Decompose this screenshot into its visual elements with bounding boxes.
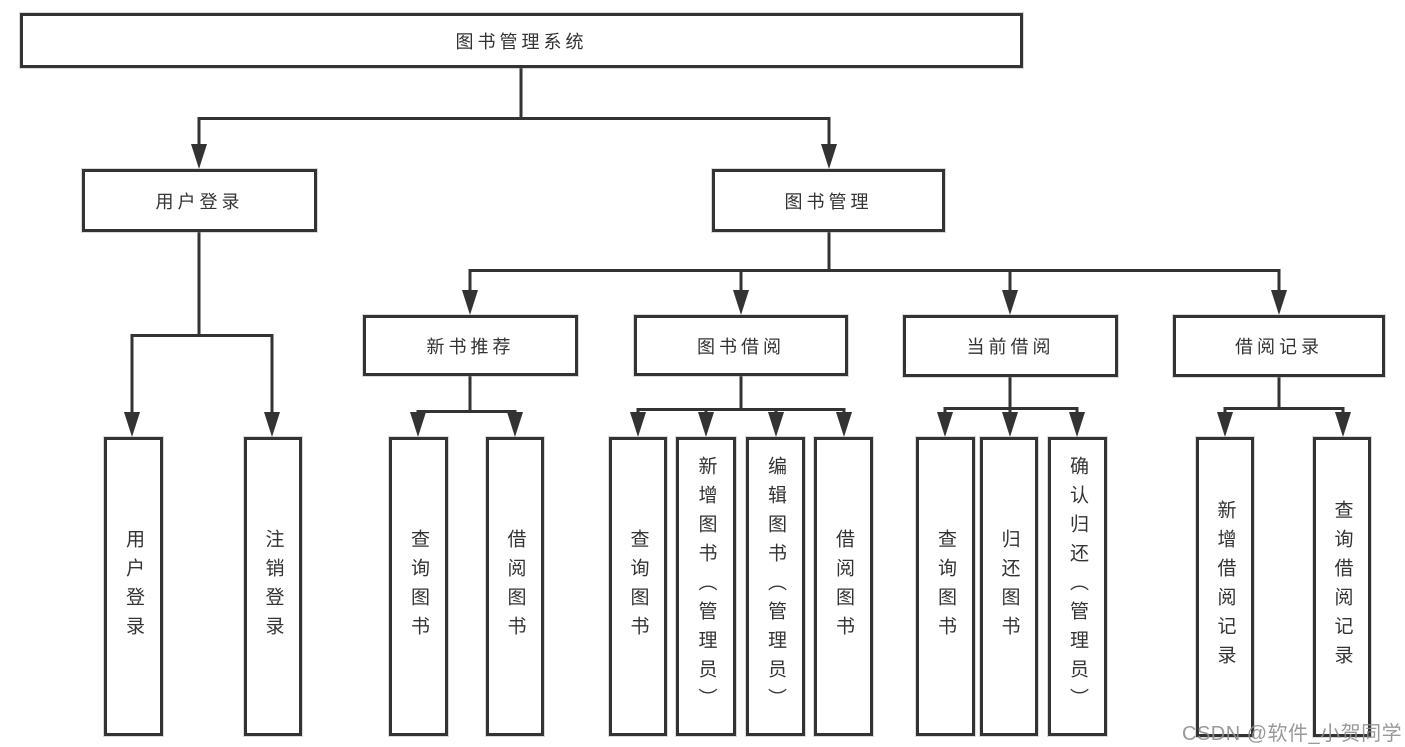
node-library-management-system: 图书管理系统 (20, 13, 1023, 68)
leaf-add-borrow-record: 新增借阅记录 (1196, 437, 1254, 737)
node-borrowing-records: 借阅记录 (1173, 315, 1385, 377)
leaf-query-borrow-record: 查询借阅记录 (1313, 437, 1371, 737)
leaf-borrow-books-recommend: 借阅图书 (486, 437, 544, 736)
watermark-text: CSDN @软件_小贺同学 (1182, 723, 1403, 745)
leaf-edit-books-admin: 编辑图书（管理员） (746, 437, 805, 736)
node-new-book-recommendation: 新书推荐 (363, 315, 578, 376)
leaf-confirm-return-admin: 确认归还（管理员） (1048, 437, 1107, 736)
node-book-management-module: 图书管理 (712, 169, 945, 232)
leaf-query-books-current: 查询图书 (916, 437, 975, 736)
node-current-borrowing: 当前借阅 (903, 315, 1118, 377)
leaf-borrow-books: 借阅图书 (814, 437, 873, 736)
leaf-query-books-recommend: 查询图书 (389, 437, 448, 736)
node-user-login-module: 用户登录 (82, 169, 317, 232)
leaf-return-books: 归还图书 (980, 437, 1038, 736)
leaf-logout: 注销登录 (244, 437, 302, 736)
leaf-user-login: 用户登录 (104, 437, 163, 736)
node-book-borrowing: 图书借阅 (634, 315, 848, 376)
leaf-add-books-admin: 新增图书（管理员） (676, 437, 736, 736)
leaf-query-books-borrowing: 查询图书 (609, 437, 667, 736)
